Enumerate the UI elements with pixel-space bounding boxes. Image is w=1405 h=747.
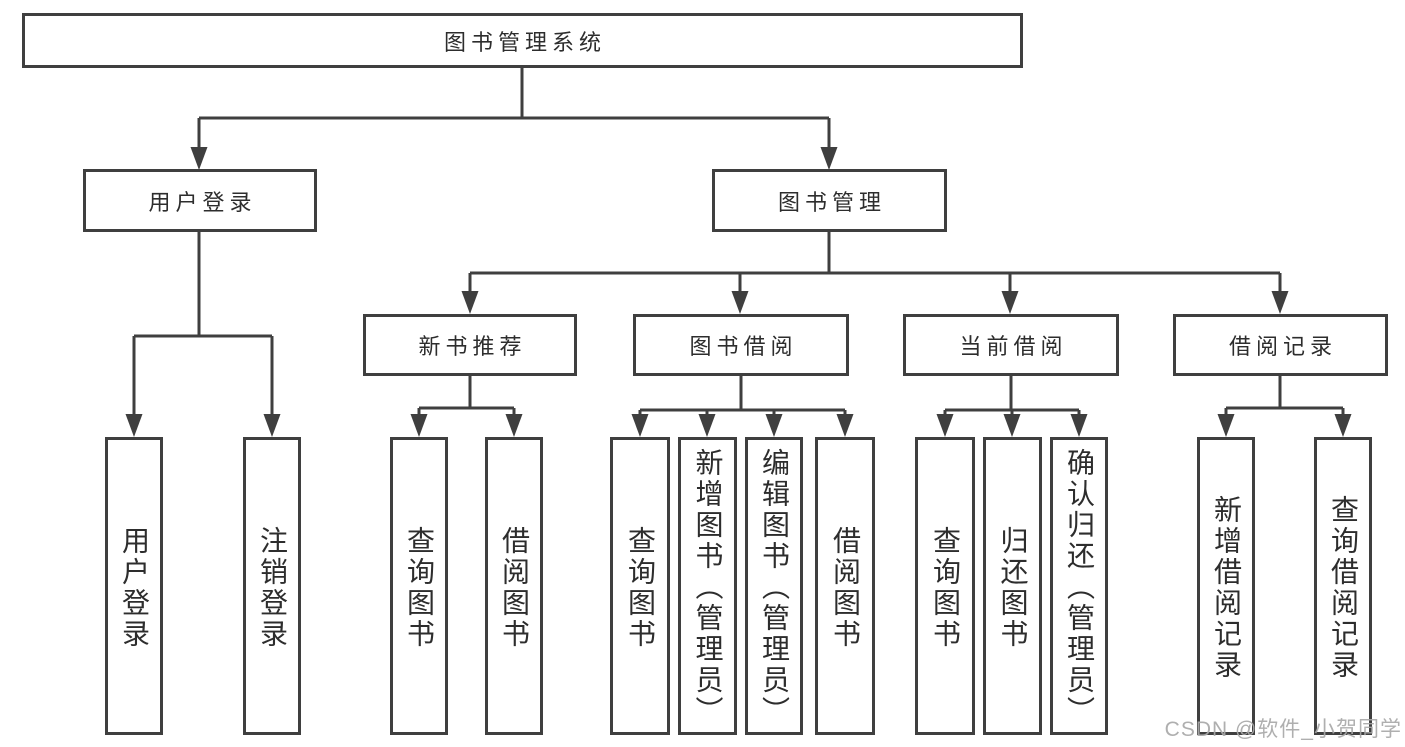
leaf-label: 确认归还（管理员） — [1064, 448, 1095, 727]
leaf-user-login: 用户登录 — [105, 437, 163, 735]
leaf-label: 借阅图书 — [830, 525, 861, 650]
leaf-query-borrow-record: 查询借阅记录 — [1314, 437, 1372, 735]
leaf-logout: 注销登录 — [243, 437, 301, 735]
node-book-management: 图书管理 — [712, 169, 947, 232]
leaf-label: 查询借阅记录 — [1328, 494, 1359, 681]
node-new-book-recommend: 新书推荐 — [363, 314, 577, 376]
leaf-label: 新增借阅记录 — [1211, 494, 1242, 681]
node-user-login: 用户登录 — [83, 169, 317, 232]
leaf-label: 查询图书 — [930, 525, 961, 650]
csdn-watermark: CSDN @软件_小贺同学 — [1164, 718, 1402, 741]
node-borrow-records: 借阅记录 — [1173, 314, 1388, 376]
node-root-system: 图书管理系统 — [22, 13, 1023, 68]
leaf-query-books-current: 查询图书 — [915, 437, 975, 735]
leaf-borrow-books-recommend: 借阅图书 — [485, 437, 543, 735]
leaf-label: 借阅图书 — [499, 525, 530, 650]
leaf-return-book: 归还图书 — [983, 437, 1042, 735]
leaf-confirm-return-admin: 确认归还（管理员） — [1050, 437, 1108, 735]
arrowhead-icons — [125, 147, 1352, 437]
leaf-query-books-recommend: 查询图书 — [390, 437, 448, 735]
leaf-borrow-books: 借阅图书 — [815, 437, 875, 735]
leaf-label: 注销登录 — [257, 525, 288, 650]
leaf-label: 归还图书 — [997, 525, 1029, 650]
leaf-add-book-admin: 新增图书（管理员） — [678, 437, 737, 735]
leaf-add-borrow-record: 新增借阅记录 — [1197, 437, 1255, 735]
leaf-query-books-borrow: 查询图书 — [610, 437, 670, 735]
leaf-label: 查询图书 — [404, 525, 435, 650]
node-book-borrow: 图书借阅 — [633, 314, 849, 376]
leaf-label: 用户登录 — [119, 525, 150, 650]
node-current-borrow: 当前借阅 — [903, 314, 1119, 376]
leaf-label: 编辑图书（管理员） — [759, 448, 790, 727]
leaf-label: 新增图书（管理员） — [692, 448, 724, 727]
leaf-edit-book-admin: 编辑图书（管理员） — [745, 437, 803, 735]
leaf-label: 查询图书 — [625, 525, 656, 650]
